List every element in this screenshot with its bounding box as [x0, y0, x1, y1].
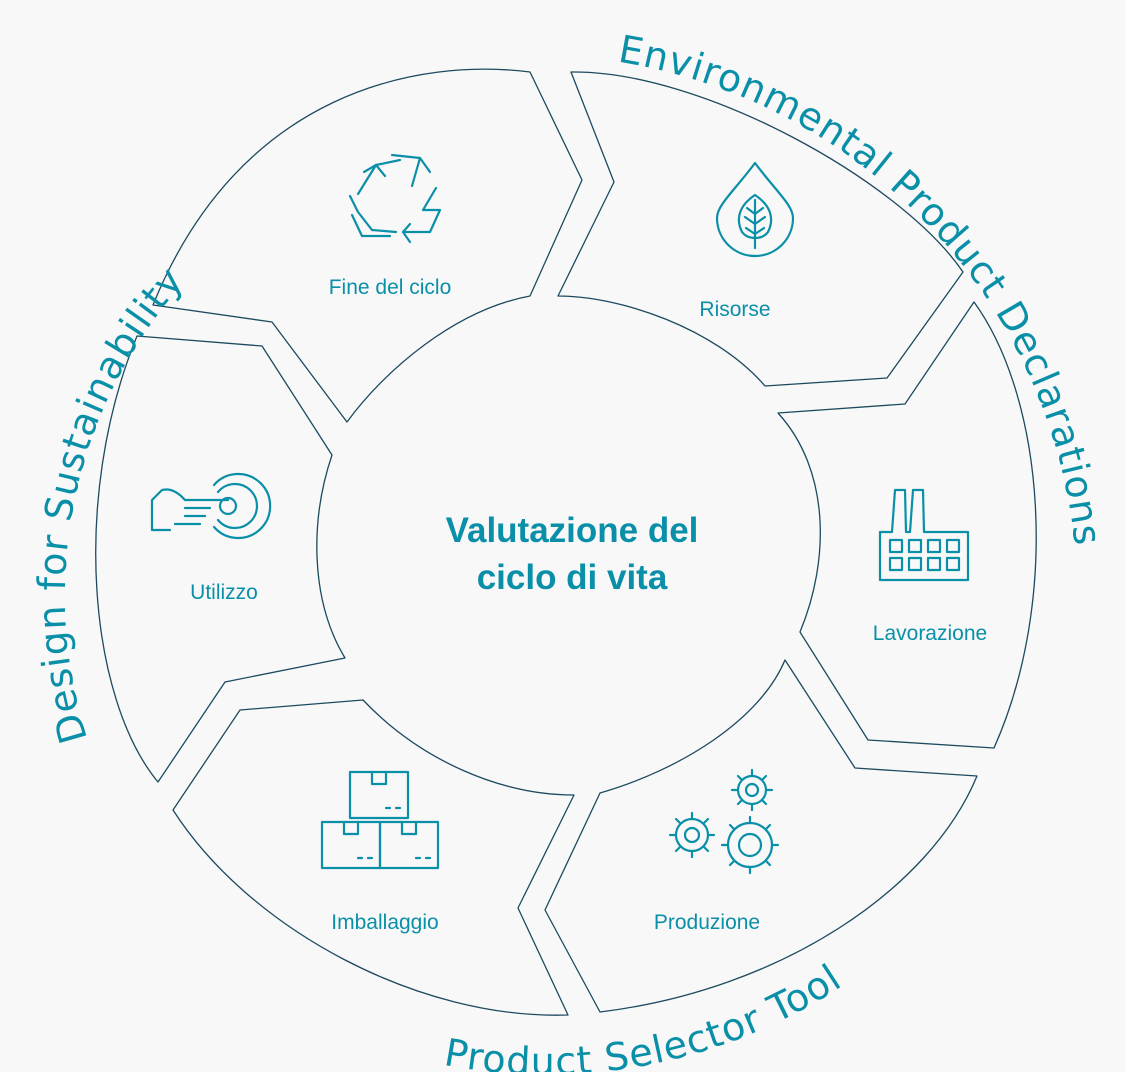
outer-label-epd-text: Environmental Product Declarations [615, 27, 1108, 548]
leaf-drop-icon [715, 161, 795, 258]
recycle-icon [348, 153, 442, 244]
stage-label-risorse: Risorse [699, 298, 770, 321]
center-title-line1: Valutazione del [446, 511, 699, 550]
factory-icon [878, 488, 970, 582]
boxes-icon [320, 770, 440, 870]
outer-label-pst: Product Selector Tool [441, 955, 849, 1072]
stage-label-imballaggio: Imballaggio [331, 911, 438, 934]
stage-label-lavorazione: Lavorazione [873, 622, 987, 645]
stage-label-produzione: Produzione [654, 911, 760, 934]
segment-produzione [544, 659, 978, 1013]
stage-label-fine-del-ciclo: Fine del ciclo [329, 276, 452, 299]
segment-fine-del-ciclo [152, 68, 583, 423]
segment-risorse [557, 71, 964, 387]
segment-lavorazione [777, 301, 1037, 749]
segment-utilizzo [95, 335, 346, 783]
outer-label-dfs-text: Design for Sustainability [30, 258, 191, 749]
segment-imballaggio [172, 699, 575, 1016]
stage-label-utilizzo: Utilizzo [190, 581, 258, 604]
touch-hand-icon [150, 472, 272, 540]
center-title-line2: ciclo di vita [477, 558, 668, 597]
outer-label-pst-text: Product Selector Tool [441, 955, 848, 1072]
gears-icon [668, 768, 780, 875]
outer-label-epd: Environmental Product Declarations [615, 27, 1109, 548]
segment-outlines [95, 68, 1037, 1016]
outer-label-dfs: Design for Sustainability [30, 258, 192, 749]
